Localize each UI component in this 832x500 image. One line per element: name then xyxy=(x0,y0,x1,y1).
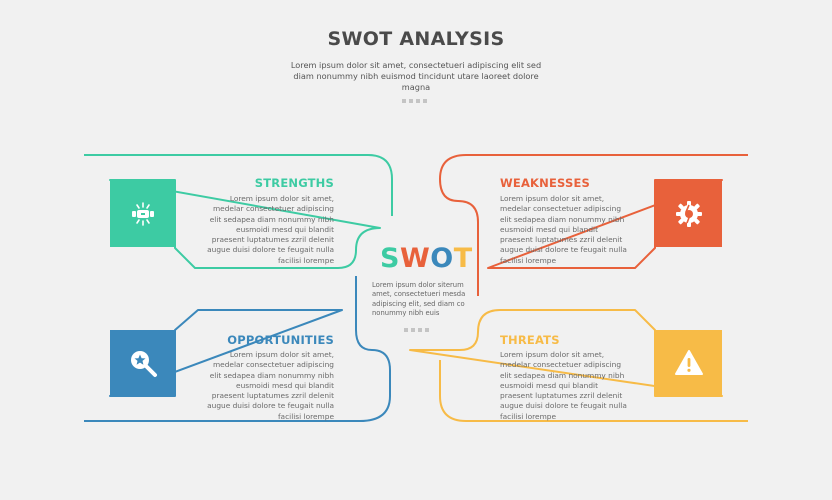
swot-letter-w: W xyxy=(399,243,431,274)
swot-letter-s: S xyxy=(380,243,400,274)
threats-body: Lorem ipsum dolor sit amet, medelar cons… xyxy=(500,350,627,421)
threats-icon-box xyxy=(656,330,722,396)
weaknesses-title: WEAKNESSES xyxy=(500,176,591,190)
center-dots xyxy=(404,328,429,332)
page-title: SWOT ANALYSIS xyxy=(327,28,505,50)
opportunities-title: OPPORTUNITIES xyxy=(227,333,334,347)
warning-icon xyxy=(675,350,703,375)
opportunities-body: Lorem ipsum dolor sit amet, medelar cons… xyxy=(207,350,334,421)
weaknesses-body: Lorem ipsum dolor sit amet, medelar cons… xyxy=(500,194,627,265)
swot-letter-o: O xyxy=(430,243,454,274)
strengths-outline xyxy=(84,154,393,269)
handshake-icon xyxy=(132,202,154,226)
swot-letter-t: T xyxy=(453,243,473,274)
threats-outline xyxy=(409,309,748,422)
weaknesses-icon-box xyxy=(656,181,722,247)
swot-center-word: SWOT xyxy=(380,243,473,274)
strengths-body: Lorem ipsum dolor sit amet, medelar cons… xyxy=(207,194,334,265)
search-star-icon xyxy=(131,351,157,377)
broken-gear-icon xyxy=(676,201,702,227)
opportunities-icon-box xyxy=(110,330,176,396)
header-dots xyxy=(402,99,427,103)
page-subtitle: Lorem ipsum dolor sit amet, consectetuer… xyxy=(290,60,542,92)
strengths-icon-box xyxy=(110,181,176,247)
threats-title: THREATS xyxy=(500,333,560,347)
center-body: Lorem ipsum dolor siterum amet, consecte… xyxy=(372,281,466,317)
strengths-title: STRENGTHS xyxy=(254,176,334,190)
